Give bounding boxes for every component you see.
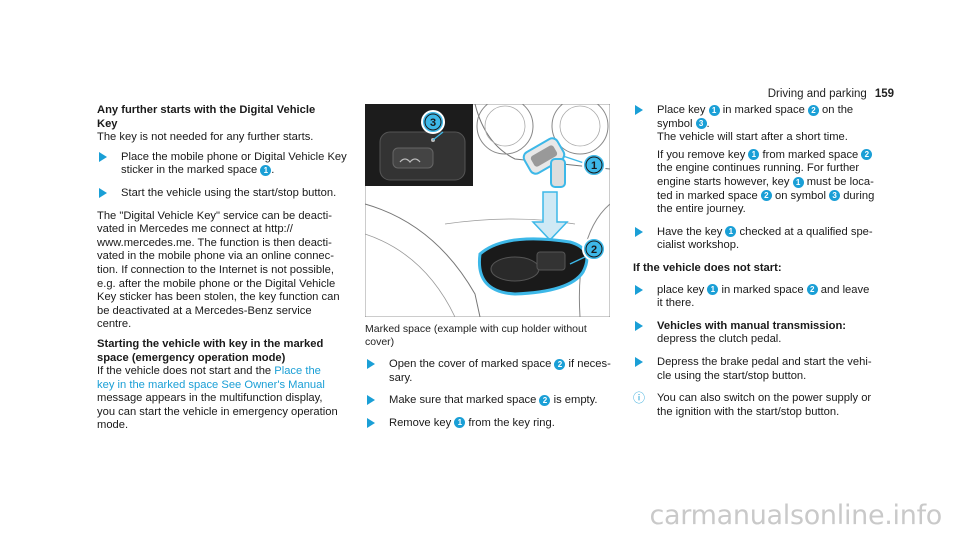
owners-manual-link[interactable]: Place the — [274, 365, 321, 378]
key-symbol-icon — [399, 158, 421, 164]
step-check-key: Have the key 1 checked at a qualified sp… — [633, 226, 895, 253]
arrow-icon — [99, 187, 107, 198]
info-icon: ⓘ — [633, 391, 646, 406]
step-place-key: Place key 1 in marked space 2 on the sym… — [633, 104, 895, 217]
step-manual-transmission: Vehicles with manual transmission: depre… — [633, 320, 895, 347]
figure-caption: Marked space (example with cup holder wi… — [365, 323, 587, 348]
car-key-icon — [522, 137, 566, 188]
callout-2-icon: 2 — [554, 358, 566, 370]
arrow-icon — [635, 320, 643, 331]
callout-1-icon: 1 — [454, 417, 466, 429]
heading-further-starts: Any further starts with the Digital Vehi… — [97, 104, 316, 130]
step-place-phone: Place the mobile phone or Digital Vehicl… — [97, 151, 349, 178]
callout-1-icon: 1 — [260, 164, 272, 176]
insert-arrow-icon — [531, 191, 569, 242]
step-open-cover: Open the cover of marked space 2 if nece… — [365, 358, 615, 385]
callout-3: 3 — [421, 110, 445, 134]
step-start-vehicle: Start the vehicle using the start/stop b… — [97, 187, 349, 201]
service-paragraph: The "Digital Vehicle Key" service can be… — [97, 209, 340, 331]
callout-2-icon: 2 — [539, 394, 551, 406]
callout-2: 2 — [582, 237, 606, 261]
cup-holder-figure: 3 1 2 — [365, 104, 610, 317]
emergency-paragraph: If the vehicle does not start and the Pl… — [97, 365, 349, 433]
step-check-empty: Make sure that marked space 2 is empty. — [365, 394, 615, 408]
arrow-icon — [367, 395, 375, 406]
step-leave-key: place key 1 in marked space 2 and leave … — [633, 284, 895, 311]
column-middle: Open the cover of marked space 2 if nece… — [365, 358, 615, 439]
step-remove-key: Remove key 1 from the key ring. — [365, 417, 615, 431]
owners-manual-link-cont[interactable]: key in the marked space See Owner's Manu… — [97, 378, 325, 391]
vent-outline — [476, 104, 534, 155]
arrow-icon — [99, 151, 107, 162]
page-header: Driving and parking 159 — [768, 88, 894, 100]
heading-not-start: If the vehicle does not start: — [633, 261, 782, 274]
arrow-icon — [635, 226, 643, 237]
section-title: Driving and parking — [767, 88, 867, 100]
arrow-icon — [635, 105, 643, 115]
page-number: 159 — [874, 88, 894, 100]
arrow-icon — [635, 356, 643, 367]
arrow-icon — [635, 284, 643, 295]
step-brake-start: Depress the brake pedal and start the ve… — [633, 356, 895, 383]
arrow-icon — [367, 417, 375, 428]
svg-text:1: 1 — [591, 160, 597, 172]
column-left: Any further starts with the Digital Vehi… — [97, 104, 349, 433]
info-note: ⓘ You can also switch on the power suppl… — [633, 391, 872, 418]
column-right: Place key 1 in marked space 2 on the sym… — [633, 104, 895, 428]
heading-emergency-mode: Starting the vehicle with key in the mar… — [97, 337, 324, 364]
svg-text:3: 3 — [430, 117, 436, 129]
watermark: carmanualsonline.info — [649, 500, 943, 531]
intro-text: The key is not needed for any further st… — [97, 131, 314, 144]
arrow-icon — [367, 359, 375, 369]
callout-1: 1 — [582, 153, 606, 177]
svg-text:2: 2 — [591, 244, 597, 256]
